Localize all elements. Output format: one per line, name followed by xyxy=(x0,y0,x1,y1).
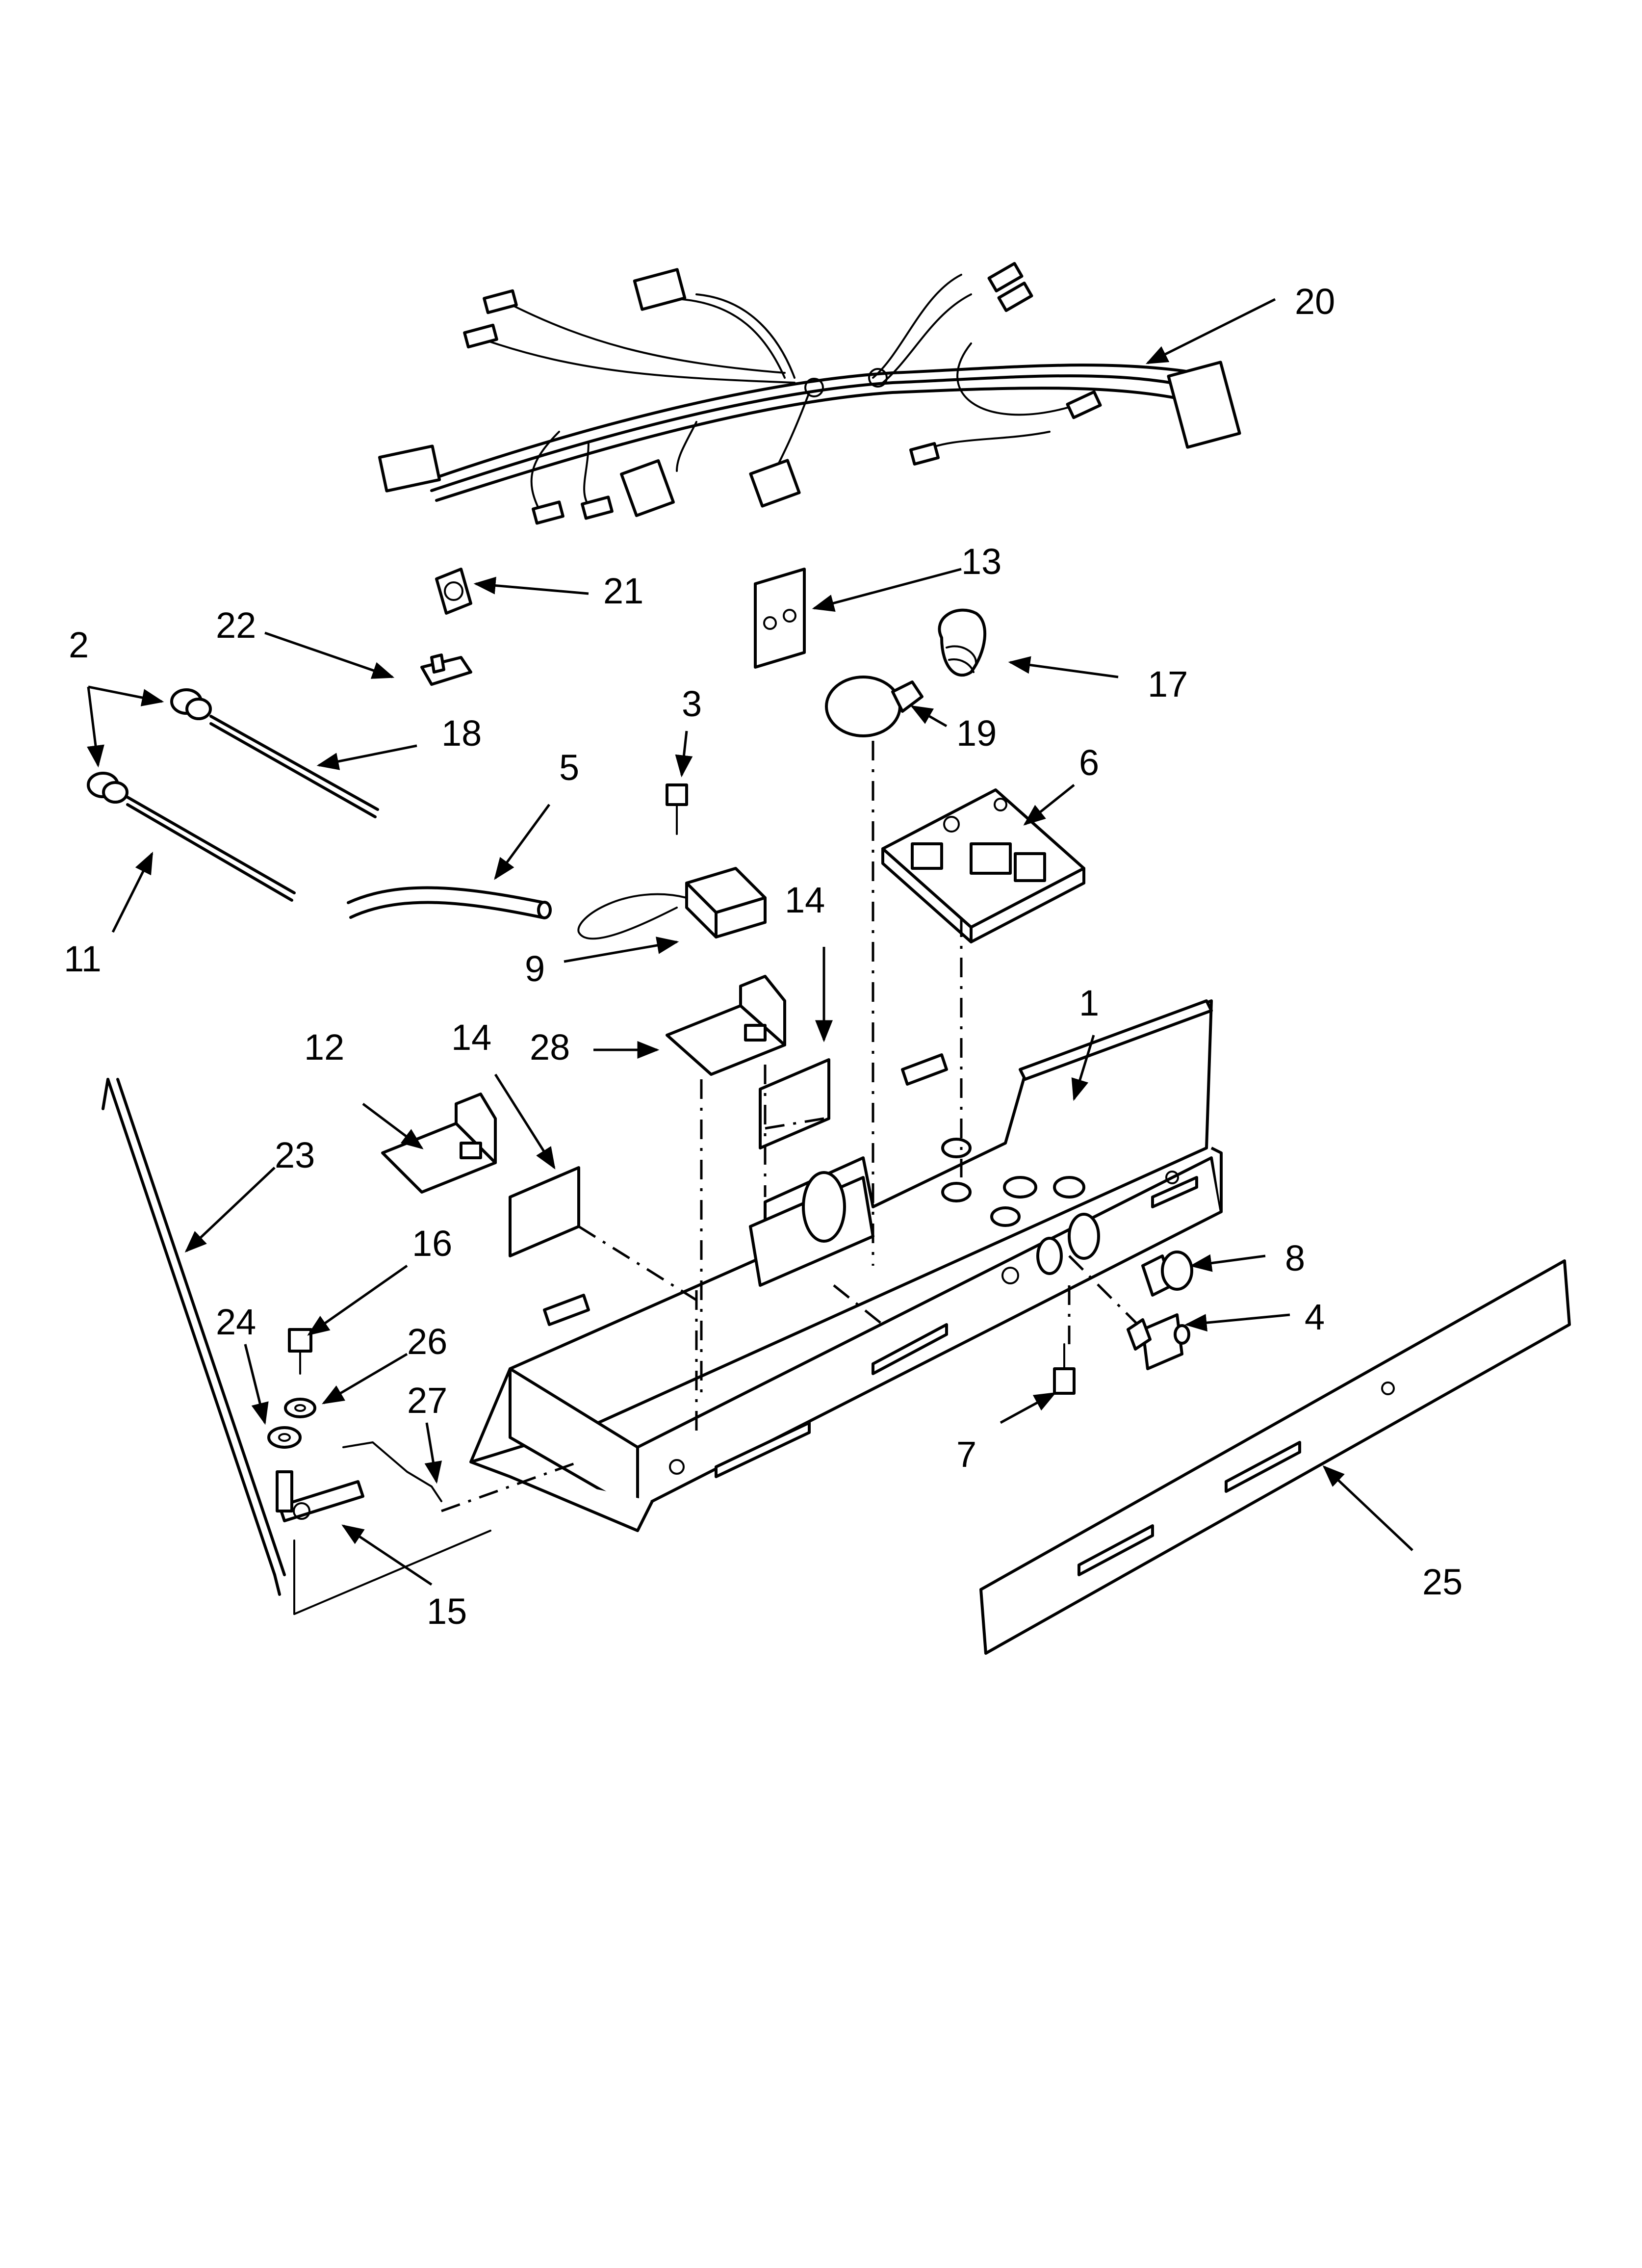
washer-part-26 xyxy=(284,1398,316,1418)
callout-6: 6 xyxy=(1079,742,1099,783)
callout-26: 26 xyxy=(407,1321,447,1362)
callout-3: 3 xyxy=(682,683,702,724)
callout-7: 7 xyxy=(956,1434,976,1475)
callout-1: 1 xyxy=(1079,983,1099,1023)
callout-22: 22 xyxy=(216,605,256,646)
callout-13: 13 xyxy=(961,541,1001,582)
assembly-center-lines xyxy=(441,741,1139,1512)
control-housing-part-1 xyxy=(469,999,1223,1532)
pad-part-13 xyxy=(754,568,806,669)
washer-part-24 xyxy=(267,1426,302,1449)
screw-part-16 xyxy=(288,1328,312,1375)
label-part-14-lower xyxy=(509,1166,580,1257)
callout-16: 16 xyxy=(412,1223,452,1264)
callout-8: 8 xyxy=(1285,1238,1305,1278)
panel-part-25 xyxy=(979,1259,1571,1655)
callout-labels: 20 21 13 17 19 6 22 2 18 11 5 3 9 14 1 2… xyxy=(64,281,1462,1632)
clip-part-22 xyxy=(420,653,472,686)
callout-18: 18 xyxy=(441,713,482,754)
tube-part-5 xyxy=(347,886,552,919)
callout-2: 2 xyxy=(69,625,89,665)
callout-leaders xyxy=(87,298,1413,1586)
callout-20: 20 xyxy=(1295,281,1335,322)
plug-part-8 xyxy=(1141,1251,1193,1297)
callout-25: 25 xyxy=(1422,1562,1462,1602)
callout-23: 23 xyxy=(275,1135,315,1175)
callout-14-lower: 14 xyxy=(451,1017,491,1058)
rod-part-23 xyxy=(102,1078,286,1596)
callout-5: 5 xyxy=(559,747,579,788)
rod-part-11 xyxy=(87,772,296,902)
spring-part-27 xyxy=(342,1441,442,1502)
screw-part-3 xyxy=(666,783,688,835)
callout-15: 15 xyxy=(427,1591,467,1632)
callout-19: 19 xyxy=(956,713,997,754)
callout-28: 28 xyxy=(530,1027,570,1068)
wire-harness-part-20 xyxy=(378,262,1241,525)
switch-part-9 xyxy=(577,867,767,940)
callout-17: 17 xyxy=(1148,664,1188,704)
callout-21: 21 xyxy=(603,571,643,611)
control-board-part-6 xyxy=(881,788,1085,943)
switch-part-4 xyxy=(1127,1313,1190,1370)
bracket-part-28 xyxy=(666,975,786,1076)
callout-12: 12 xyxy=(304,1027,344,1068)
light-bulb-part-19 xyxy=(825,676,924,737)
light-socket-part-17 xyxy=(938,608,987,677)
screw-part-7 xyxy=(1053,1343,1076,1395)
hinge-part-15 xyxy=(276,1470,491,1615)
rod-part-18 xyxy=(170,688,379,818)
callout-24: 24 xyxy=(216,1302,256,1342)
callout-4: 4 xyxy=(1305,1297,1325,1337)
callout-27: 27 xyxy=(407,1380,447,1421)
label-part-14-upper xyxy=(759,1058,830,1149)
bracket-part-12 xyxy=(381,1093,497,1194)
callout-14-upper: 14 xyxy=(785,880,825,920)
callout-11: 11 xyxy=(64,938,102,979)
clip-part-21 xyxy=(435,568,472,615)
callout-9: 9 xyxy=(525,948,545,989)
